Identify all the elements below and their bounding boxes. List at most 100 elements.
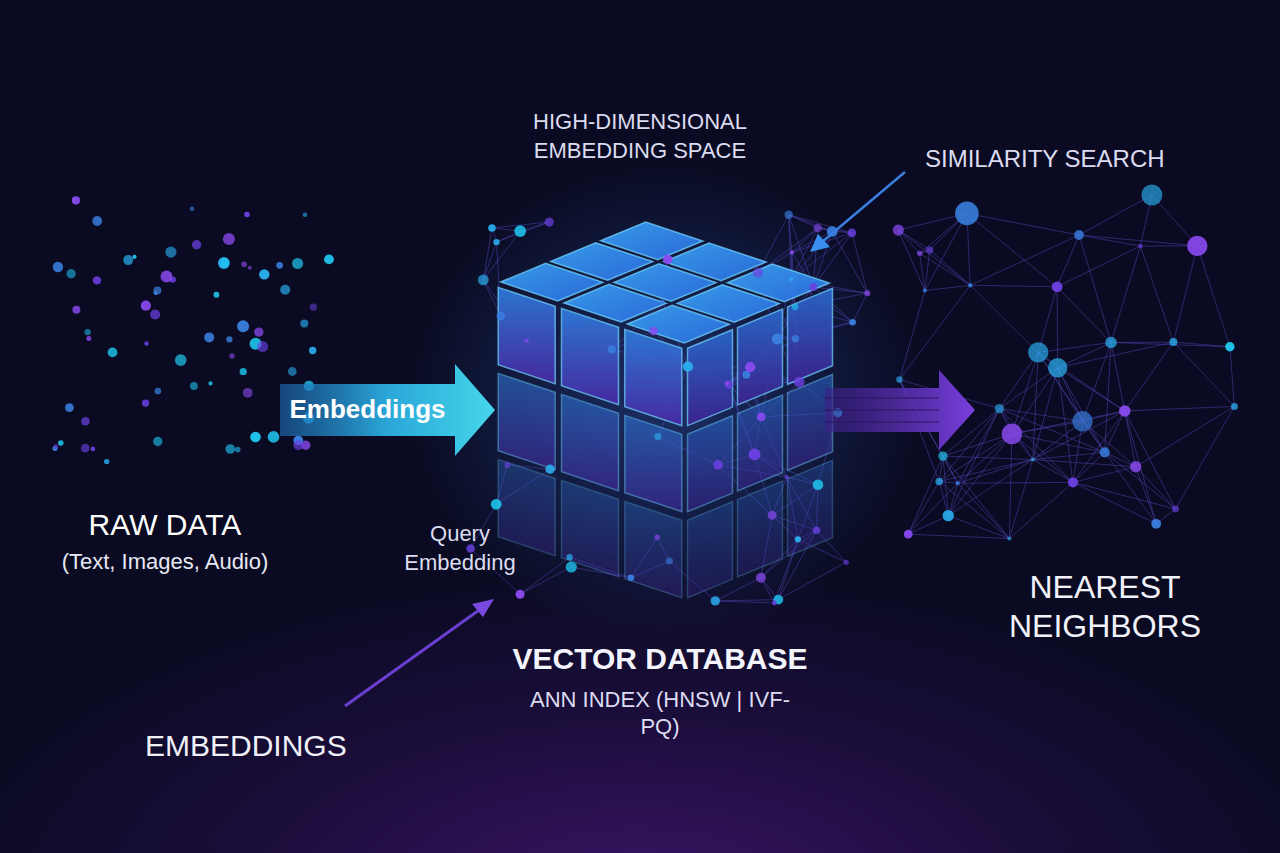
data-point — [749, 449, 761, 461]
data-point — [165, 247, 176, 258]
data-point — [844, 560, 849, 565]
network-link — [958, 483, 1010, 538]
cube-front-cell — [498, 373, 555, 469]
data-point — [1007, 537, 1011, 541]
network-link — [899, 285, 970, 379]
cube-front-cell — [625, 329, 682, 425]
data-point — [1169, 338, 1177, 346]
network-link — [939, 434, 1012, 482]
data-point — [956, 481, 960, 485]
data-point — [1151, 519, 1161, 529]
data-point — [190, 207, 194, 211]
cube-side-cell — [738, 395, 783, 491]
data-point — [91, 447, 96, 452]
network-link — [832, 231, 867, 293]
data-point — [175, 354, 187, 366]
data-point — [753, 268, 763, 278]
node-region: NEAREST NEIGHBORS — [975, 170, 1235, 645]
data-point — [293, 440, 303, 450]
network-link — [1073, 482, 1176, 509]
data-point — [995, 404, 1004, 413]
data-point — [955, 202, 979, 226]
data-point — [225, 444, 235, 454]
data-point — [1048, 358, 1067, 377]
node-heading: RAW DATA — [89, 507, 242, 543]
data-point — [524, 339, 528, 343]
cube-front-cell — [498, 459, 555, 555]
network-link — [1033, 460, 1073, 483]
data-point — [566, 554, 572, 560]
network-link — [483, 242, 496, 280]
data-point — [813, 526, 821, 534]
data-point — [968, 283, 972, 287]
network-link — [898, 230, 970, 285]
edge-label: Embeddings — [289, 393, 445, 427]
query-line — [345, 608, 482, 706]
data-point — [666, 557, 673, 564]
network-link — [1033, 368, 1058, 460]
data-point — [1187, 236, 1207, 256]
data-point — [1068, 477, 1078, 487]
data-point — [84, 329, 90, 335]
network-link — [520, 567, 571, 594]
data-point — [893, 225, 904, 236]
data-point — [904, 530, 913, 539]
network-link — [999, 368, 1057, 409]
data-point — [794, 377, 805, 388]
data-point — [772, 333, 783, 344]
cube-front-cell — [625, 415, 682, 511]
data-point — [292, 258, 303, 269]
network-link — [1105, 411, 1125, 452]
data-point — [1074, 230, 1084, 240]
data-point — [926, 246, 933, 253]
cube-front-cell — [562, 480, 619, 576]
data-point — [814, 224, 823, 233]
data-point — [809, 283, 817, 291]
data-point — [92, 216, 102, 226]
data-point — [935, 478, 943, 486]
data-point — [208, 381, 212, 385]
data-point — [849, 319, 856, 326]
data-point — [141, 301, 151, 311]
network-link — [1033, 460, 1136, 467]
network-link — [943, 434, 1012, 456]
label: SIMILARITY SEARCH — [925, 143, 1165, 174]
node-region: VECTOR DATABASEANN INDEX (HNSW | IVF-PQ) — [495, 220, 825, 740]
data-point — [280, 285, 290, 295]
network-link — [999, 409, 1082, 422]
network-link — [1057, 287, 1059, 368]
network-link — [1079, 235, 1111, 342]
arrow-stripe — [825, 409, 939, 411]
data-point — [268, 431, 280, 443]
label: EMBEDDINGS — [145, 726, 347, 765]
data-point — [1031, 457, 1035, 461]
network-link — [483, 231, 520, 280]
data-point — [725, 380, 733, 388]
network-link — [925, 213, 967, 290]
data-point — [257, 341, 268, 352]
data-point — [1100, 447, 1110, 457]
data-point — [628, 575, 634, 581]
network-link — [899, 291, 924, 380]
embedding-arrow — [280, 364, 495, 456]
data-point — [756, 573, 766, 583]
data-point — [220, 258, 229, 267]
network-link — [1038, 352, 1125, 411]
network-link — [925, 250, 930, 291]
network-link — [497, 222, 550, 242]
network-dots — [53, 185, 1238, 606]
data-point — [1119, 405, 1131, 417]
cube — [498, 222, 832, 598]
data-point — [259, 269, 269, 279]
data-point — [1172, 506, 1179, 513]
data-point — [248, 266, 252, 270]
data-point — [545, 465, 554, 474]
data-point — [237, 320, 249, 332]
network-link — [958, 460, 1033, 484]
arrow-body — [280, 364, 495, 456]
label: Query Embedding — [390, 520, 530, 577]
data-point — [663, 255, 672, 264]
data-point — [309, 347, 316, 354]
network-link — [853, 293, 868, 322]
